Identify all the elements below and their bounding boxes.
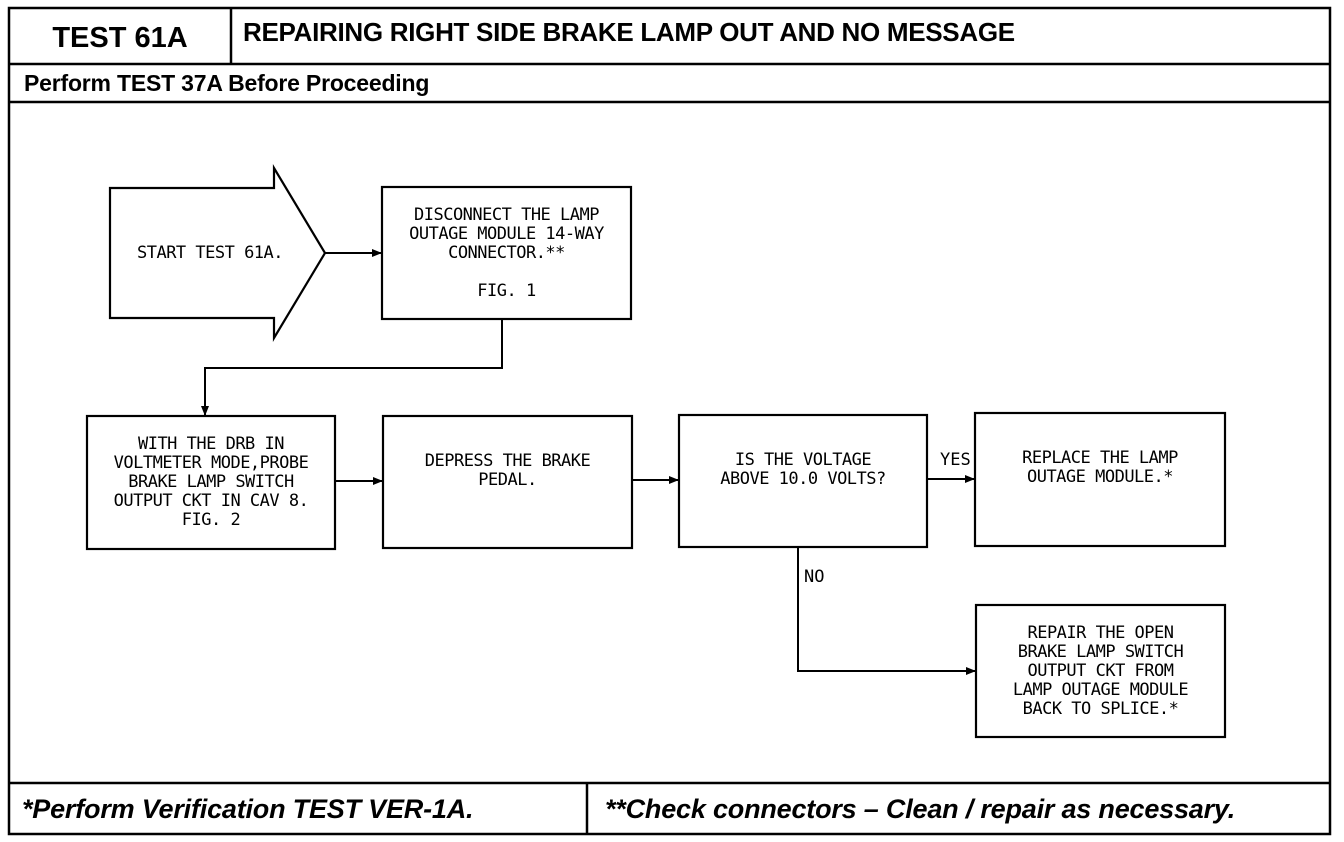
test-title: REPAIRING RIGHT SIDE BRAKE LAMP OUT AND … bbox=[243, 17, 1015, 47]
no-label: NO bbox=[804, 567, 825, 587]
depress-step: DEPRESS THE BRAKE PEDAL. bbox=[424, 451, 591, 490]
connector-note: **Check connectors – Clean / repair as n… bbox=[605, 794, 1236, 824]
test-id: TEST 61A bbox=[52, 22, 188, 54]
voltage-decision: IS THE VOLTAGE ABOVE 10.0 VOLTS? bbox=[720, 450, 886, 489]
connector-no-to-repair bbox=[797, 547, 976, 675]
disconnect-box-outline bbox=[380, 185, 633, 321]
probe-box-outline bbox=[85, 414, 337, 551]
depress-box-outline bbox=[381, 414, 634, 550]
replace-step: REPLACE THE LAMP OUTAGE MODULE.* bbox=[1022, 448, 1178, 487]
disconnect-step: DISCONNECT THE LAMP OUTAGE MODULE 14-WAY… bbox=[409, 204, 604, 301]
repair-step: REPAIR THE OPEN BRAKE LAMP SWITCH OUTPUT… bbox=[1012, 622, 1189, 719]
start-step: START TEST 61A. bbox=[136, 242, 284, 263]
yes-label: YES bbox=[940, 450, 971, 470]
probe-step: WITH THE DRB IN VOLTMETER MODE,PROBE BRA… bbox=[113, 434, 309, 530]
repair-box-outline bbox=[974, 603, 1227, 739]
connector-disconnect-to-probe bbox=[201, 319, 503, 416]
decision-box-outline bbox=[677, 413, 929, 549]
start-arrow-shape bbox=[108, 164, 327, 342]
verification-note: *Perform Verification TEST VER-1A. bbox=[22, 794, 474, 824]
replace-box-outline bbox=[973, 411, 1227, 548]
prerequisite-note: Perform TEST 37A Before Proceeding bbox=[24, 70, 430, 96]
